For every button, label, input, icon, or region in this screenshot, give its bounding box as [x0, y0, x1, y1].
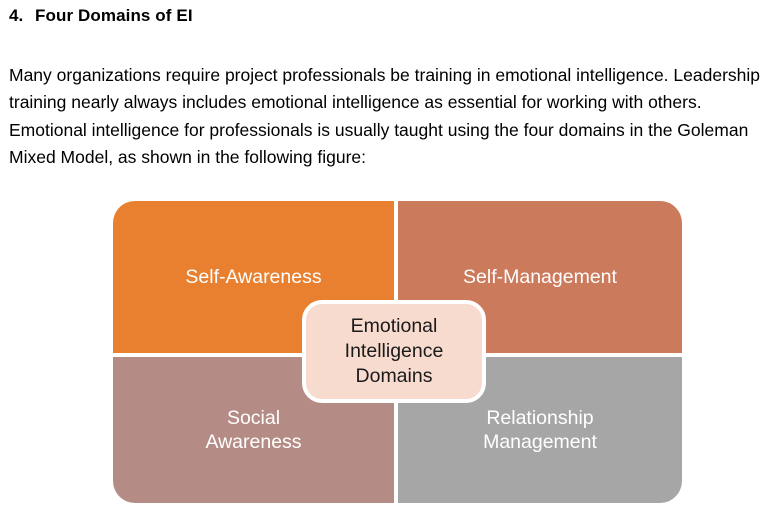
body-paragraph: Many organizations require project profe… — [9, 64, 760, 168]
section-title: Four Domains of EI — [35, 6, 193, 25]
quadrant-label: Social Awareness — [205, 406, 301, 454]
quadrant-label-line2: Management — [483, 431, 597, 453]
center-card-emotional-intelligence-domains[interactable]: Emotional Intelligence Domains — [302, 300, 486, 403]
center-card-label: Emotional Intelligence Domains — [345, 314, 444, 389]
center-card-line2: Intelligence — [344, 340, 444, 362]
center-card-line3: Domains — [355, 365, 433, 387]
quadrant-label-line1: Self-Awareness — [185, 266, 322, 288]
section-number: 4. — [9, 6, 24, 25]
quadrant-label: Self-Management — [463, 265, 617, 289]
quadrant-label-line1: Relationship — [486, 407, 594, 429]
quadrant-label-line1: Self-Management — [463, 266, 617, 288]
quadrant-label-line2: Awareness — [205, 431, 302, 453]
quadrant-label-line1: Social — [226, 407, 281, 429]
quadrant-label: Relationship Management — [483, 406, 597, 454]
quadrant-label: Self-Awareness — [185, 265, 321, 289]
center-card-line1: Emotional — [350, 315, 438, 337]
page-title: 4. Four Domains of EI — [9, 5, 193, 27]
four-domains-diagram: Self-Awareness Self-Management Social Aw… — [113, 201, 682, 503]
quadrant-self-awareness[interactable]: Self-Awareness — [113, 201, 394, 353]
